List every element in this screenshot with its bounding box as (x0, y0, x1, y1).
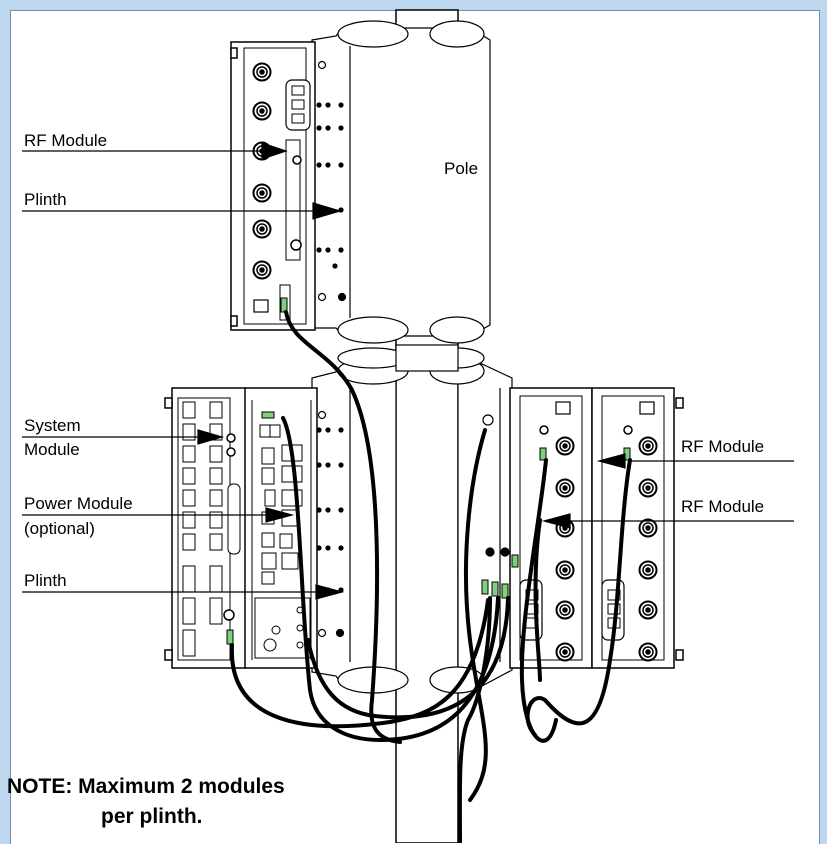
arrow-rf-top (261, 142, 288, 160)
rf-module-right-1 (509, 387, 593, 669)
pole-clamps (337, 344, 485, 372)
label-rf-module-top: RF Module (24, 131, 107, 150)
note-line-2: per plinth. (101, 805, 203, 828)
label-rf-module-right-1: RF Module (681, 437, 764, 456)
label-power-module-line2: (optional) (24, 519, 95, 538)
label-rf-module-right-2: RF Module (681, 497, 764, 516)
system-module (164, 387, 247, 669)
label-system-module-line1: System (24, 416, 81, 435)
cables (229, 310, 632, 843)
rf-module-top (230, 41, 316, 331)
label-pole: Pole (444, 159, 478, 178)
arrow-rf-right-1 (596, 453, 626, 469)
arrow-power (265, 507, 295, 523)
label-system-module-line2: Module (24, 440, 80, 459)
note-line-1: NOTE: Maximum 2 modules (7, 775, 285, 798)
arrow-system (197, 429, 225, 445)
arrow-plinth-bottom (315, 584, 345, 600)
label-plinth-bottom: Plinth (24, 571, 67, 590)
ground-connectors (226, 297, 631, 645)
rf-module-right-2 (591, 387, 684, 669)
label-power-module-line1: Power Module (24, 494, 133, 513)
arrow-plinth-top (312, 202, 343, 220)
label-plinth-top: Plinth (24, 190, 67, 209)
plinth-top (311, 20, 491, 344)
power-module (244, 387, 318, 669)
arrow-rf-right-2 (541, 513, 571, 529)
leader-lines (22, 142, 794, 600)
